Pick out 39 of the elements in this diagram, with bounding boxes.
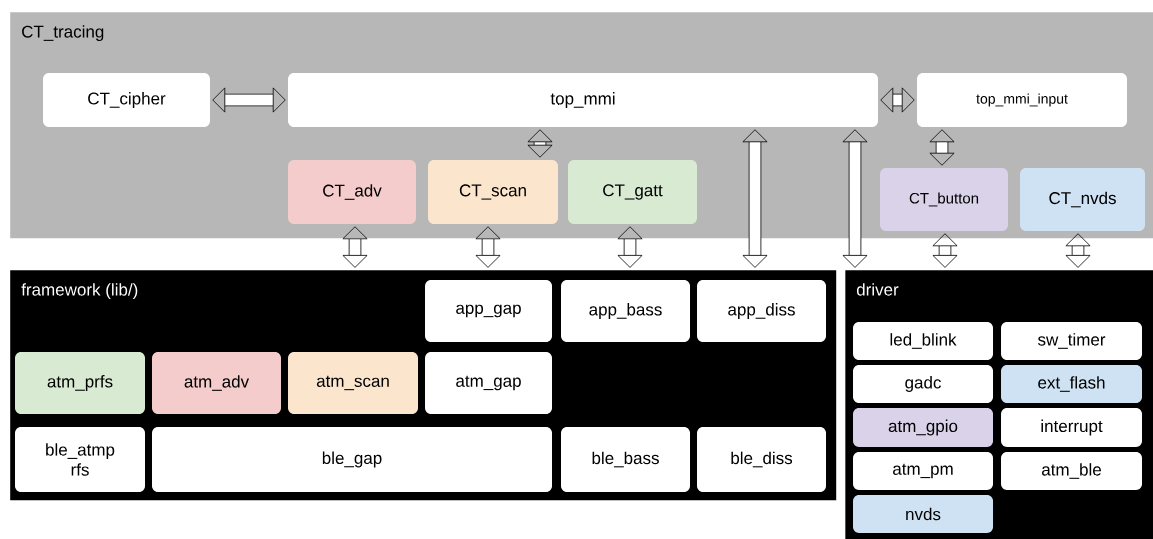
module-box: CT_cipher bbox=[43, 73, 210, 127]
module-box: app_gap bbox=[425, 280, 552, 342]
double-arrow bbox=[880, 87, 915, 113]
module-box: CT_scan bbox=[428, 160, 558, 224]
module-box: ble_diss bbox=[697, 427, 826, 492]
module-box: gadc bbox=[853, 365, 993, 403]
double-arrow bbox=[212, 87, 286, 113]
module-box: sw_timer bbox=[1001, 322, 1142, 360]
module-box: atm_gap bbox=[425, 352, 552, 414]
module-box: CT_nvds bbox=[1020, 168, 1145, 231]
module-box: CT_adv bbox=[288, 160, 416, 224]
module-box: ble_gap bbox=[152, 427, 552, 492]
module-box: ble_atmp rfs bbox=[15, 427, 145, 492]
module-box: ble_bass bbox=[561, 427, 690, 492]
double-arrow bbox=[932, 233, 958, 268]
module-box: atm_adv bbox=[152, 352, 281, 414]
double-arrow bbox=[842, 129, 868, 268]
module-box: atm_pm bbox=[853, 452, 993, 490]
double-arrow bbox=[527, 129, 553, 158]
double-arrow bbox=[475, 226, 501, 268]
double-arrow bbox=[617, 226, 643, 268]
module-box: top_mmi_input bbox=[917, 73, 1127, 127]
module-box: top_mmi bbox=[288, 73, 878, 127]
module-box: app_bass bbox=[561, 280, 690, 342]
module-box: atm_ble bbox=[1001, 452, 1142, 490]
module-box: atm_gpio bbox=[853, 408, 993, 447]
module-box: ext_flash bbox=[1001, 365, 1142, 403]
module-box: CT_gatt bbox=[568, 160, 697, 224]
module-box: app_diss bbox=[697, 280, 826, 342]
module-box: nvds bbox=[853, 495, 993, 533]
double-arrow bbox=[929, 129, 955, 166]
double-arrow bbox=[742, 129, 768, 268]
module-box: CT_button bbox=[880, 168, 1008, 231]
module-box: led_blink bbox=[853, 322, 993, 360]
module-box: atm_scan bbox=[288, 352, 418, 414]
double-arrow bbox=[342, 226, 368, 268]
module-box: interrupt bbox=[1001, 408, 1142, 447]
double-arrow bbox=[1065, 233, 1091, 268]
module-box: atm_prfs bbox=[15, 352, 145, 414]
